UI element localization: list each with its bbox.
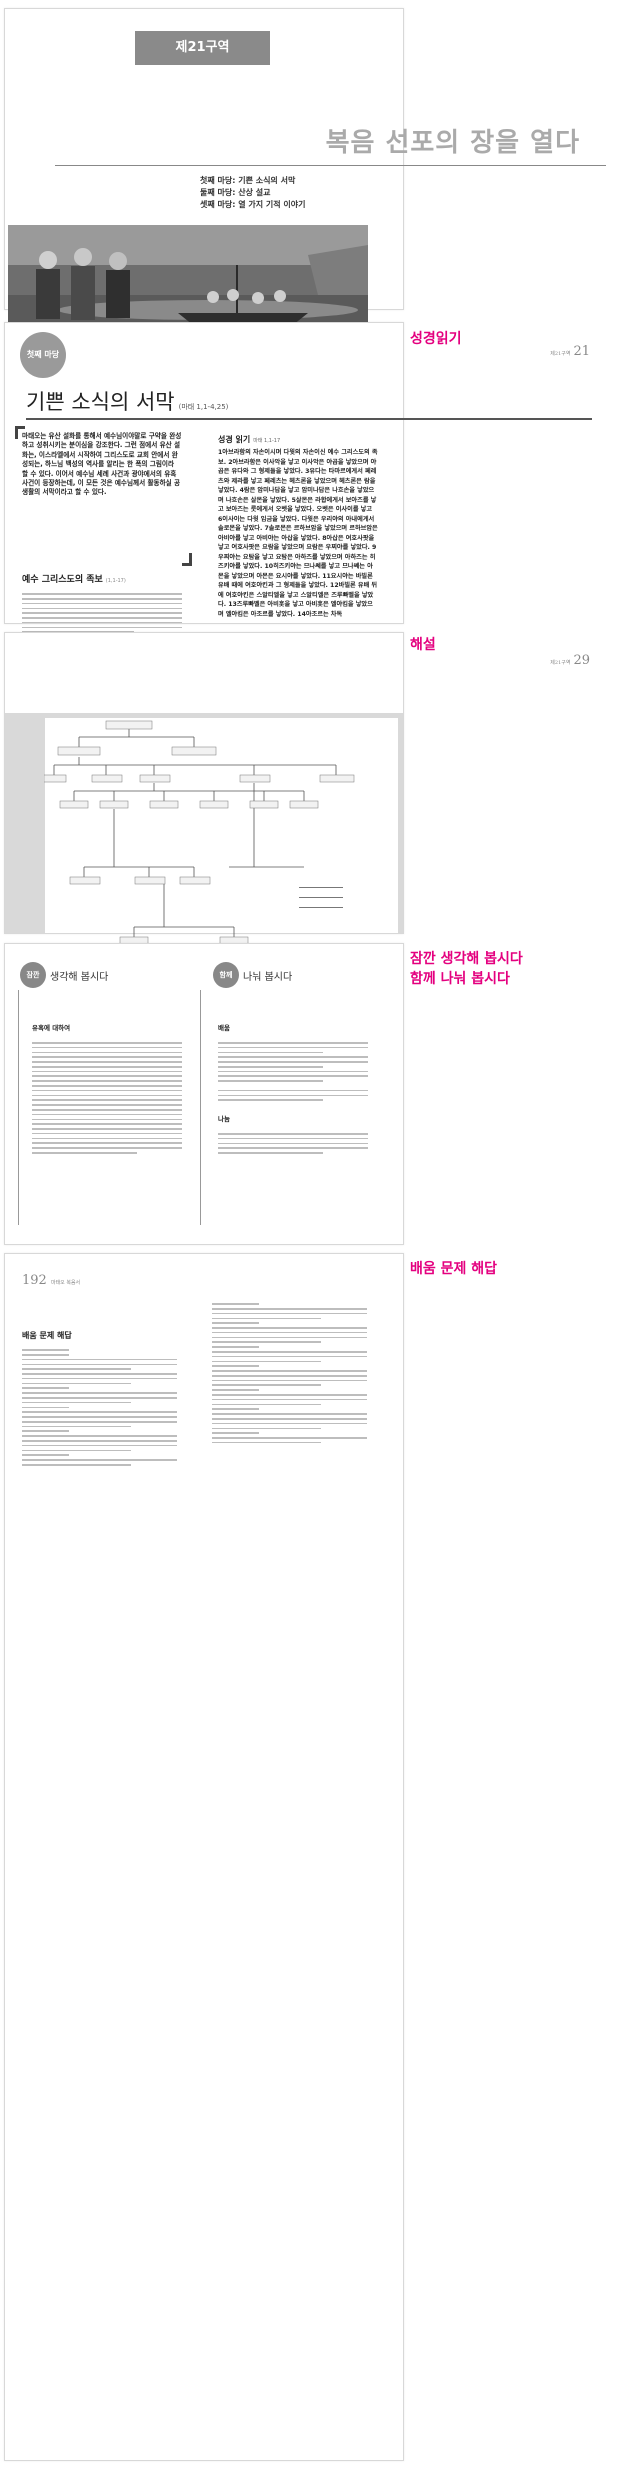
schedule-item: 첫째 마당: 기쁜 소식의 서막 [200,176,296,185]
genealogy-paragraph [22,590,182,636]
share-subheading-share: 나눔 [218,1115,230,1123]
side-label-answers: 배움 문제 해답 [410,1261,498,1277]
title-divider [26,418,592,420]
think-column: 유혹에 대하여 [32,1022,182,1157]
side-label-think: 잠깐 생각해 봅시다 [410,951,523,967]
think-subheading: 유혹에 대하여 [32,1024,71,1032]
page-bible-reading [4,322,404,624]
share-heading: 나눠 봅시다 [243,972,293,983]
page-number: 192 마태오 복음서 [22,1273,83,1288]
quote-bracket-close [182,553,192,566]
painting-image [8,225,368,337]
genealogy-tree-diagram [44,720,355,945]
side-label-bible-reading: 성경읽기 [410,331,462,347]
quote-bracket-open [15,426,25,439]
think-heading: 생각해 봅시다 [50,972,109,983]
reading-heading-ref: 마태 1,1-17 [253,438,281,444]
share-subheading-learn: 배움 [218,1024,230,1032]
intro-quote: 마태오는 유산 설화를 통해서 예수님이야말로 구약을 완성하고 성취시키는 분… [22,432,182,497]
page-number-value: 192 [22,1273,47,1288]
page-label: 제21구역 [550,351,571,357]
page-discussion [4,943,404,1245]
schedule-item: 둘째 마당: 산상 설교 [200,188,271,197]
section-title-text: 기쁜 소식의 서막 [26,390,175,414]
genealogy-heading-text: 예수 그리스도의 족보 [22,575,103,585]
answers-right-column [212,1300,367,1447]
page-title: 복음 선포의 장을 열다 [325,128,580,158]
title-divider [55,165,606,166]
reading-heading-text: 성경 읽기 [218,435,251,444]
page-label: 마태오 복음서 [50,1280,81,1286]
page-answers [4,1253,404,2461]
reading-text: 1아브라함의 자손이시며 다윗의 자손이신 예수 그리스도의 족보. 2아브라함… [218,449,378,618]
schedule-list: 첫째 마당: 기쁜 소식의 서막 둘째 마당: 산상 설교 셋째 마당: 열 가… [200,175,305,211]
page-number-value: 21 [573,344,590,359]
genealogy-heading: 예수 그리스도의 족보(1,1-17) [22,572,126,585]
think-circle: 잠깐 [20,962,46,988]
schedule-item: 셋째 마당: 열 가지 기적 이야기 [200,200,306,209]
answers-left-column [22,1346,177,1469]
zone-tab: 제21구역 [135,31,270,65]
share-circle: 함께 [213,962,239,988]
genealogy-heading-ref: (1,1-17) [105,578,126,584]
answers-heading: 배움 문제 해답 [22,1331,72,1340]
section-title-ref: (마태 1,1-4,25) [178,403,229,411]
page-label: 제21구역 [550,660,571,666]
share-column: 배움 나눔 [218,1022,368,1157]
section-circle: 첫째 마당 [20,332,66,378]
side-label-share: 함께 나눠 봅시다 [410,971,510,987]
side-label-commentary: 해설 [410,637,436,653]
page-number-value: 29 [573,653,590,668]
left-margin-line [18,990,19,1225]
column-divider [200,990,201,1225]
section-title: 기쁜 소식의 서막(마태 1,1-4,25) [26,386,228,416]
